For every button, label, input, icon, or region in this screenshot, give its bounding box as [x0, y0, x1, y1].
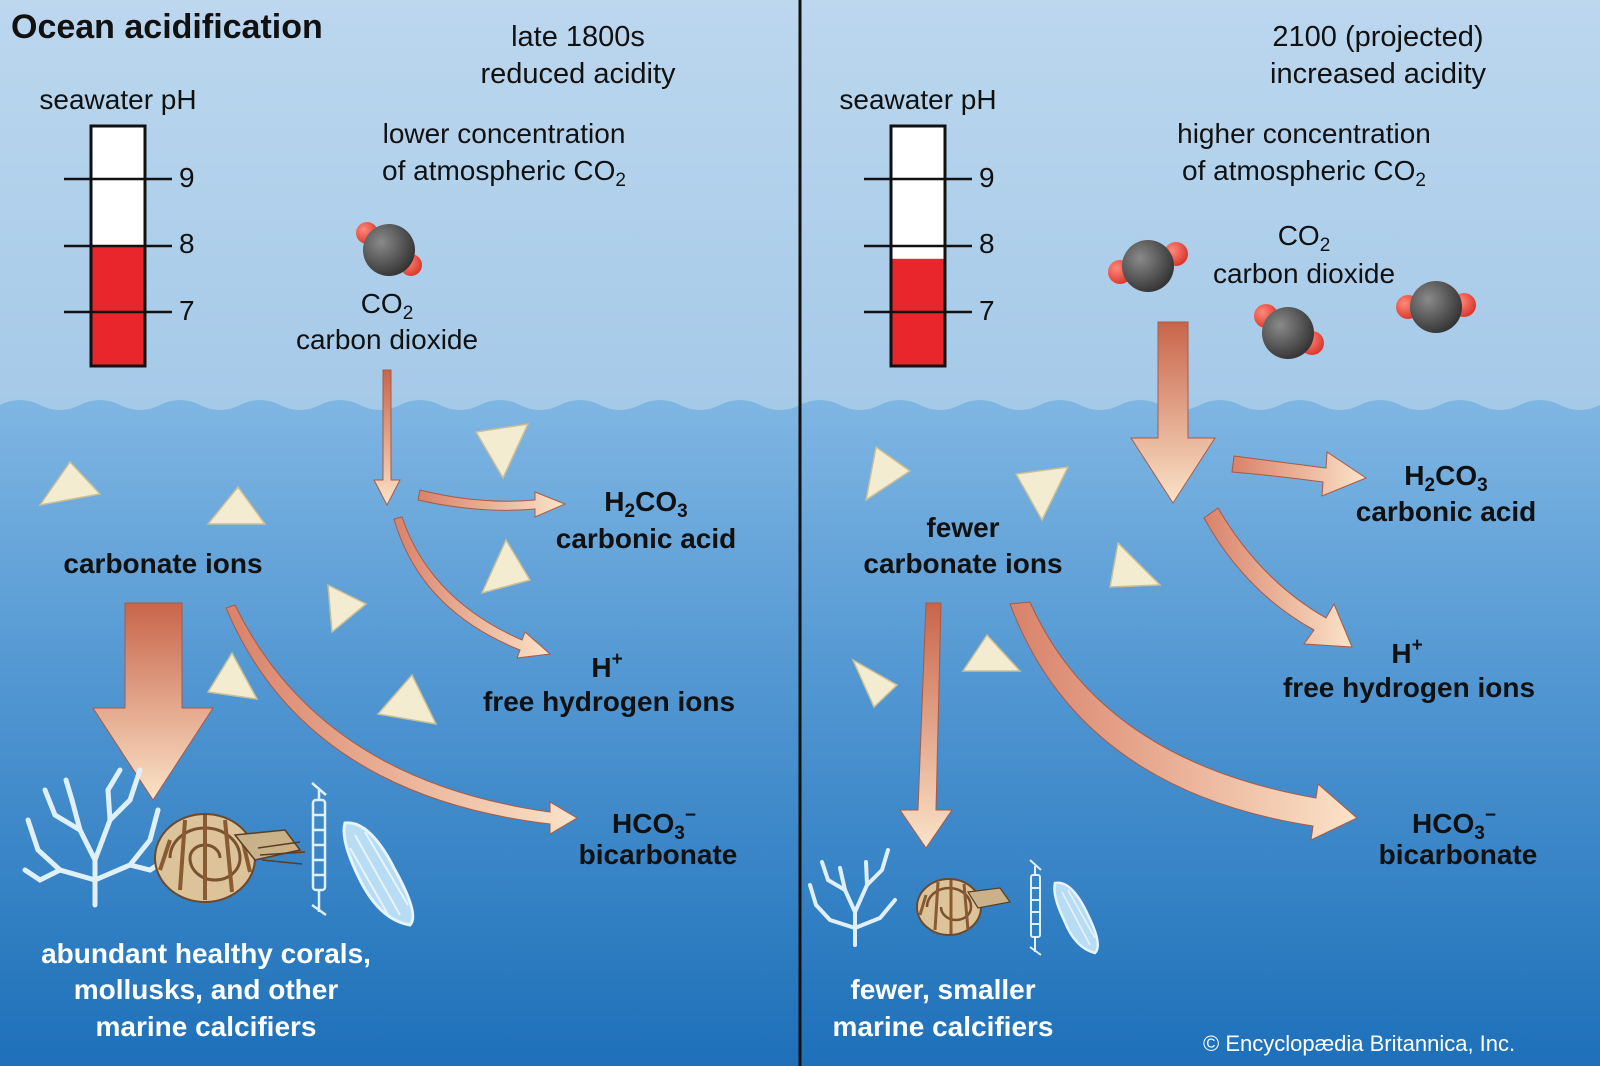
co2-molecule: [1396, 281, 1476, 333]
carbonate-ion-crystal: [206, 485, 267, 525]
arrow-to-bicarbonate: [1009, 601, 1358, 841]
bicarbonate-name: bicarbonate: [1378, 839, 1538, 870]
coral-illustration: [808, 848, 897, 947]
ph-tick-label-7: 7: [179, 295, 195, 326]
ph-gauge-fill: [92, 245, 144, 365]
carbonate-ion-crystal: [961, 633, 1022, 672]
co2-formula: CO2: [1277, 220, 1331, 256]
carbonate-ion-crystal: [327, 583, 368, 634]
ph-tick-label-8: 8: [979, 228, 995, 259]
acidity-label: increased acidity: [1270, 58, 1486, 90]
carbonic-acid-name: carbonic acid: [1355, 496, 1537, 527]
carbonic-acid-formula: H2CO3: [1404, 460, 1488, 496]
diagram-title: Ocean acidification: [11, 8, 323, 46]
ph-gauge-late-1800s: [64, 124, 172, 368]
co2-name: carbon dioxide: [295, 324, 479, 355]
ph-gauge-2100: [864, 124, 972, 368]
atmosphere-label-line2: of atmospheric CO2: [382, 155, 626, 191]
atmosphere-label-line2: of atmospheric CO2: [1182, 155, 1426, 191]
ph-tick-label-7: 7: [979, 295, 995, 326]
arrow-co2-into-water: [373, 369, 401, 507]
era-label: late 1800s: [511, 21, 645, 53]
carbonate-ions-label-line2: carbonate ions: [863, 548, 1063, 579]
copyright-credit: © Encyclopædia Britannica, Inc.: [1203, 1031, 1516, 1056]
carbonate-ion-crystal: [851, 658, 899, 709]
acidity-label: reduced acidity: [480, 58, 676, 90]
co2-molecule: [356, 222, 422, 276]
hydrogen-ion-formula: H+: [1391, 635, 1423, 669]
bicarbonate-name: bicarbonate: [578, 839, 738, 870]
carbonate-ion-crystal: [206, 651, 259, 700]
arrow-to-calcifiers: [899, 602, 953, 849]
arrow-to-calcifiers: [92, 602, 214, 801]
carbonate-ions-label-line1: fewer: [926, 512, 1000, 543]
arrow-to-carbonic-acid: [1231, 451, 1368, 497]
calcifier-label-line2: marine calcifiers: [832, 1011, 1054, 1042]
pteropod-illustration: [1053, 881, 1100, 955]
nautilus-shell-illustration: [154, 813, 306, 903]
ph-tick-label-8: 8: [179, 228, 195, 259]
hydrogen-ion-name: free hydrogen ions: [482, 686, 736, 717]
carbonate-ions-label: carbonate ions: [63, 548, 263, 579]
carbonate-ion-crystal: [480, 538, 532, 595]
co2-name: carbon dioxide: [1212, 258, 1396, 289]
bicarbonate-formula: HCO3−: [612, 805, 696, 844]
pteropod-illustration: [342, 821, 415, 927]
bicarbonate-formula: HCO3−: [1412, 805, 1496, 844]
carbonate-ion-crystal: [474, 423, 530, 480]
diatom-illustration: [311, 782, 327, 917]
atmosphere-label-line1: higher concentration: [1177, 118, 1431, 149]
carbonate-ion-crystal: [864, 445, 912, 502]
ph-tick-label-9: 9: [179, 162, 195, 193]
nautilus-shell-illustration: [916, 878, 1012, 936]
arrow-to-hydrogen-ions: [1203, 507, 1353, 648]
arrow-to-bicarbonate: [225, 604, 578, 835]
carbonate-ion-crystal: [1014, 466, 1070, 522]
ph-gauge-label: seawater pH: [39, 84, 197, 115]
carbonate-ion-crystal: [1109, 541, 1162, 588]
arrow-to-hydrogen-ions: [393, 516, 552, 659]
co2-formula: CO2: [360, 288, 414, 324]
co2-molecule: [1108, 240, 1188, 292]
carbonate-ion-crystal: [38, 460, 102, 507]
hydrogen-ion-name: free hydrogen ions: [1282, 672, 1536, 703]
carbonic-acid-formula: H2CO3: [604, 486, 688, 522]
arrow-co2-into-water: [1130, 321, 1216, 504]
calcifier-label-line2: mollusks, and other: [73, 974, 339, 1005]
diatom-illustration: [1029, 859, 1042, 956]
ph-gauge-label: seawater pH: [839, 84, 997, 115]
calcifier-label-line1: fewer, smaller: [850, 974, 1036, 1005]
atmosphere-label-line1: lower concentration: [382, 118, 626, 149]
co2-molecule: [1254, 304, 1324, 359]
ph-tick-label-9: 9: [979, 162, 995, 193]
era-label: 2100 (projected): [1272, 21, 1484, 53]
calcifier-label-line3: marine calcifiers: [95, 1011, 317, 1042]
carbonate-ion-crystal: [376, 673, 438, 725]
arrow-to-carbonic-acid: [417, 489, 567, 518]
calcifier-label-line1: abundant healthy corals,: [41, 938, 371, 969]
carbonic-acid-name: carbonic acid: [555, 523, 737, 554]
hydrogen-ion-formula: H+: [591, 649, 623, 683]
